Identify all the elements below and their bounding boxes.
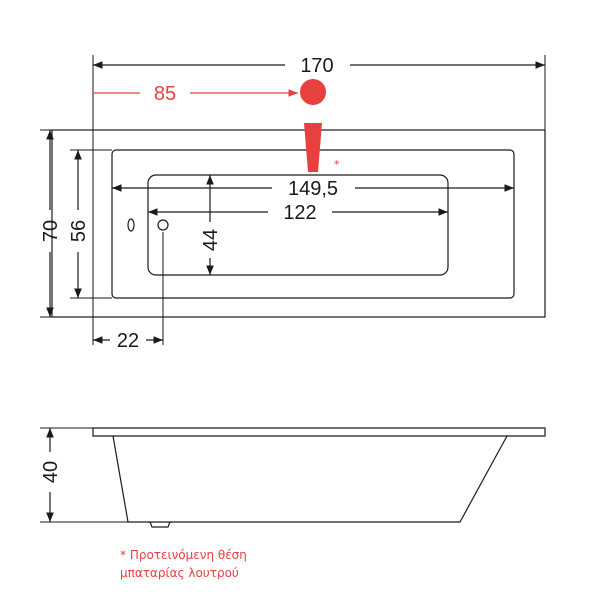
side-basin — [112, 435, 508, 523]
dimension-tap-offset: 85 — [93, 83, 298, 105]
overall-length-label: 170 — [300, 55, 333, 77]
tap-position-marker: * — [300, 79, 340, 172]
tap-offset-label: 85 — [154, 83, 176, 105]
inner-length-label: 149,5 — [288, 178, 338, 200]
dimension-overall-length: 170 — [93, 55, 545, 77]
side-height-label: 40 — [40, 461, 62, 483]
overall-width-label: 70 — [40, 220, 62, 242]
dimension-side-height: 40 — [40, 428, 62, 522]
extension-lines — [40, 55, 546, 345]
side-view — [92, 427, 546, 528]
tub-bottom — [147, 174, 449, 276]
inner-width-label: 56 — [68, 220, 90, 242]
dimension-inner-width: 56 — [68, 150, 90, 298]
note-line-1: * Προτεινόμενη θέση — [120, 548, 247, 562]
side-drain — [149, 521, 171, 528]
dimension-overall-width: 70 — [40, 130, 62, 317]
tap-asterisk: * — [334, 158, 340, 171]
dimension-drain-offset: 22 — [93, 330, 163, 352]
dimension-inner-length: 149,5 — [112, 178, 514, 200]
bottom-width-label: 44 — [200, 229, 222, 251]
bottom-length-label: 122 — [283, 202, 316, 224]
dimension-bottom-width: 44 — [200, 175, 222, 275]
drain-icon — [157, 219, 169, 231]
overflow-icon — [127, 218, 135, 232]
tap-icon — [300, 79, 326, 105]
outer-rim — [51, 129, 546, 318]
tap-spout-icon — [304, 123, 322, 172]
side-rim — [92, 427, 546, 437]
dimension-bottom-length: 122 — [148, 202, 448, 224]
tap-position-note: * Προτεινόμενη θέση μπαταρίας λουτρού — [120, 546, 247, 582]
note-line-2: μπαταρίας λουτρού — [120, 566, 239, 580]
drain-offset-label: 22 — [117, 330, 139, 352]
inner-basin — [111, 149, 515, 299]
